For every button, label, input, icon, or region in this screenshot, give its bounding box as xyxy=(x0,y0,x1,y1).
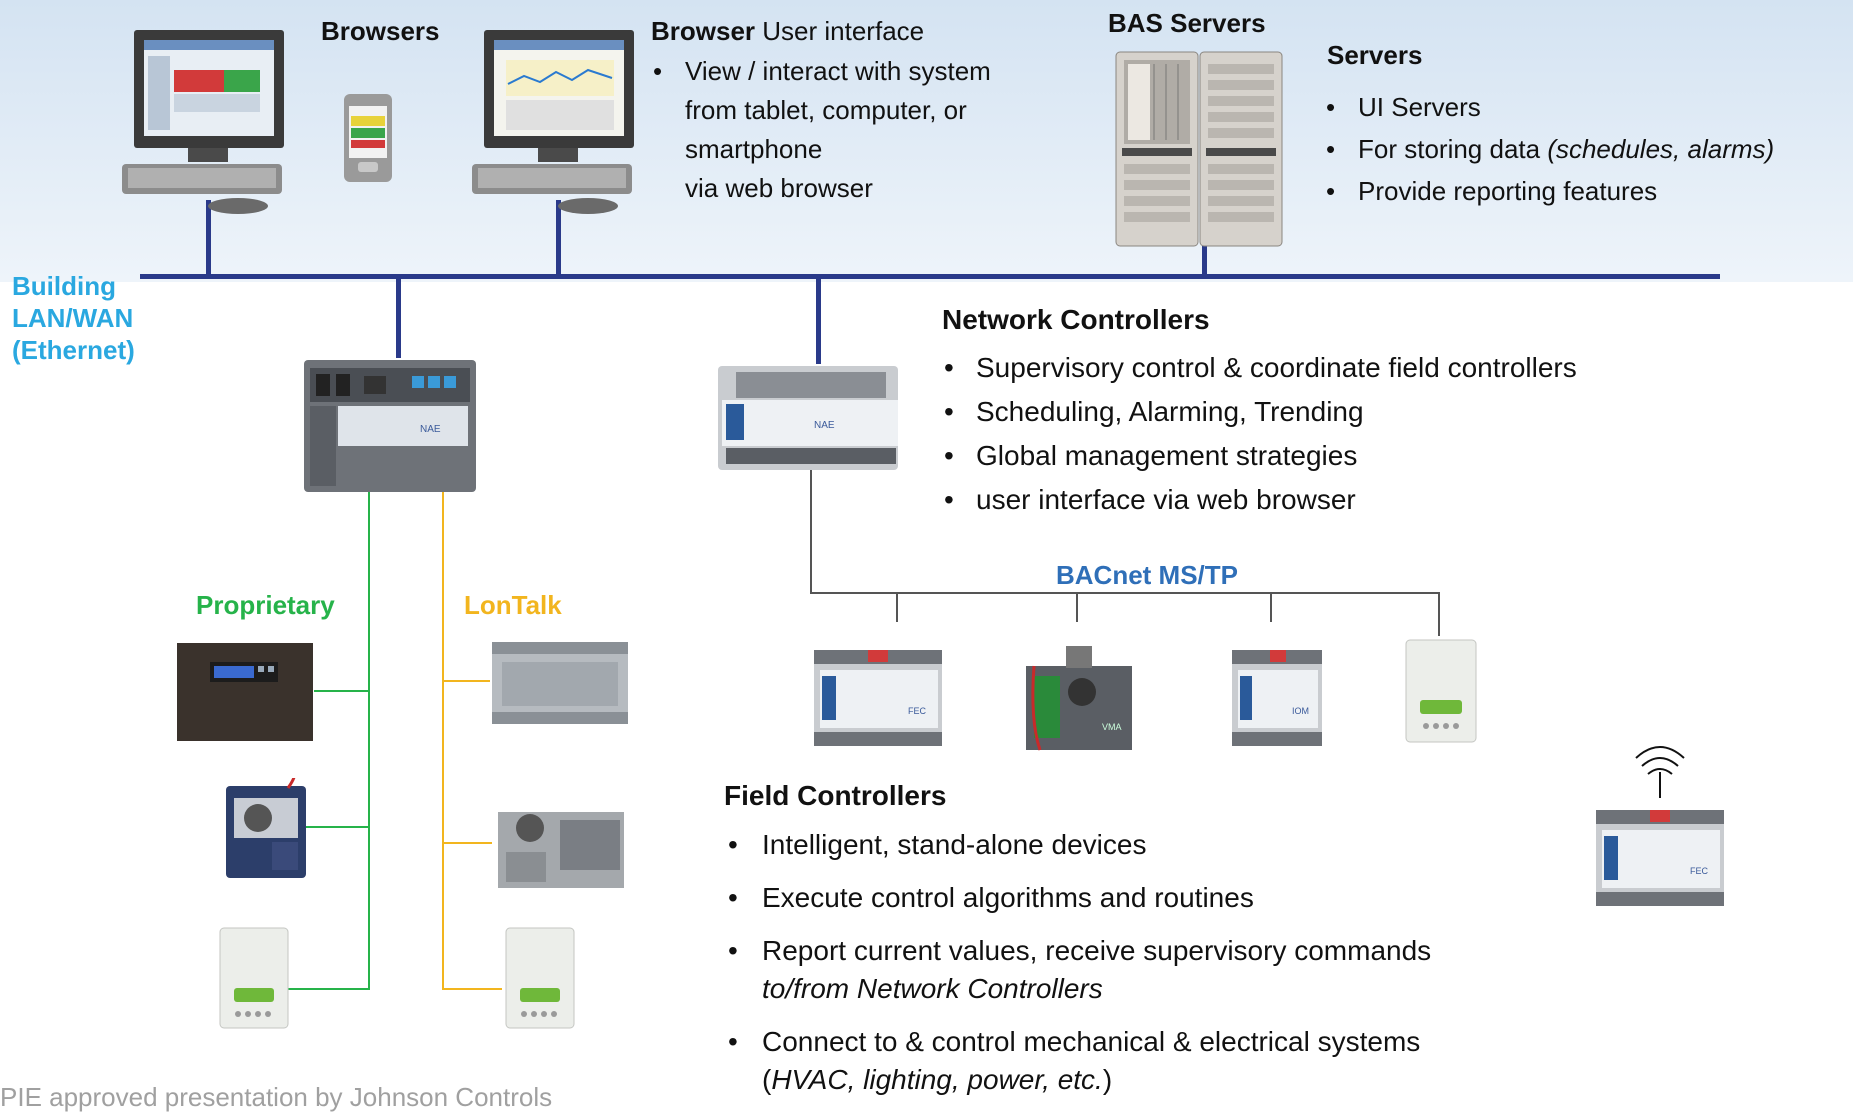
browser-ui-description: • View / interact with system from tablet… xyxy=(651,52,991,208)
network-controllers-item: •Supervisory control & coordinate field … xyxy=(940,346,1577,390)
lan-drop-nae1 xyxy=(396,276,401,358)
browser-ui-title-bold: Browser xyxy=(651,16,756,46)
network-controllers-list: •Supervisory control & coordinate field … xyxy=(940,346,1577,522)
servers-item: •For storing data (schedules, alarms) xyxy=(1322,128,1774,170)
proprietary-actuator-controller xyxy=(226,778,306,878)
field-controller-iom: IOM xyxy=(1230,648,1324,753)
bacnet-bus-line xyxy=(810,592,1440,594)
lontalk-vav-controller xyxy=(498,812,624,888)
building-lan-label: Building LAN/WAN (Ethernet) xyxy=(12,271,135,365)
lontalk-branch-1 xyxy=(442,680,490,682)
bas-servers-title: BAS Servers xyxy=(1108,8,1266,38)
browser-ui-title: Browser User interface xyxy=(651,16,924,47)
nae-2-label: NAE xyxy=(814,420,835,431)
wireless-field-controller-fec: FEC xyxy=(1594,808,1726,913)
proprietary-branch-3 xyxy=(286,988,370,990)
bacnet-branch-2 xyxy=(1076,592,1078,622)
browser-ui-line-4: via web browser xyxy=(685,173,873,203)
servers-list: •UI Servers •For storing data (schedules… xyxy=(1322,86,1774,212)
network-controller-nae-1: NAE xyxy=(302,358,478,499)
bullet-icon: • xyxy=(728,882,738,913)
vma-drawing xyxy=(1026,646,1132,751)
field-controllers-list: •Intelligent, stand-alone devices •Execu… xyxy=(722,826,1431,1099)
bacnet-thermostat xyxy=(1405,639,1477,743)
browser-ui-line-3: smartphone xyxy=(685,134,823,164)
lan-bus-line xyxy=(140,274,1720,279)
lontalk-io-module xyxy=(492,642,628,724)
bacnet-drop-line xyxy=(810,462,812,594)
proprietary-display-panel xyxy=(177,643,313,741)
network-controller-nae-2: NAE xyxy=(716,364,900,477)
lontalk-branch-3 xyxy=(442,988,502,990)
proprietary-branch-1 xyxy=(314,690,370,692)
bullet-icon: • xyxy=(728,935,738,966)
bullet-icon: • xyxy=(944,484,954,515)
lan-drop-pc1 xyxy=(206,200,211,276)
nae-1-drawing xyxy=(304,360,476,492)
network-controllers-item: •user interface via web browser xyxy=(940,478,1577,522)
network-controllers-item: •Scheduling, Alarming, Trending xyxy=(940,390,1577,434)
lontalk-label: LonTalk xyxy=(464,590,562,620)
bacnet-branch-4 xyxy=(1438,592,1440,636)
browser-ui-title-rest: User interface xyxy=(755,16,925,46)
bullet-icon: • xyxy=(653,56,663,86)
wireless-signal-icon xyxy=(1635,746,1685,798)
browsers-title: Browsers xyxy=(321,16,440,46)
bullet-icon: • xyxy=(944,440,954,471)
network-controllers-title: Network Controllers xyxy=(942,304,1210,335)
bullet-icon: • xyxy=(1326,176,1336,206)
lontalk-branch-2 xyxy=(442,842,492,844)
servers-item: •UI Servers xyxy=(1322,86,1774,128)
proprietary-label: Proprietary xyxy=(196,590,335,620)
proprietary-bus-line xyxy=(368,490,370,990)
desktop-computer-1 xyxy=(122,30,284,214)
bullet-icon: • xyxy=(944,396,954,427)
proprietary-branch-2 xyxy=(290,826,370,828)
field-controller-vma: VMA xyxy=(1020,640,1138,761)
smartphone xyxy=(344,94,392,182)
fec-1-drawing xyxy=(814,650,942,746)
proprietary-thermostat xyxy=(219,927,289,1029)
field-controllers-item: •Intelligent, stand-alone devices xyxy=(722,826,1431,864)
field-controller-fec-1: FEC xyxy=(812,648,944,753)
iom-drawing xyxy=(1232,650,1322,746)
field-controllers-title: Field Controllers xyxy=(724,780,947,811)
bacnet-label: BACnet MS/TP xyxy=(1056,560,1238,590)
lan-drop-nae2 xyxy=(816,276,821,364)
desktop-computer-2 xyxy=(472,30,634,214)
bas-server-rack xyxy=(1115,51,1283,247)
field-controllers-item: •Report current values, receive supervis… xyxy=(722,932,1431,1008)
vma-label: VMA xyxy=(1102,722,1122,732)
bullet-icon: • xyxy=(1326,92,1336,122)
bullet-icon: • xyxy=(944,352,954,383)
nae-1-label: NAE xyxy=(420,424,441,435)
network-controllers-item: •Global management strategies xyxy=(940,434,1577,478)
wireless-fec-drawing xyxy=(1596,810,1724,906)
lontalk-thermostat xyxy=(505,927,575,1029)
nae-2-drawing xyxy=(718,366,898,470)
header-band xyxy=(0,0,1853,282)
iom-label: IOM xyxy=(1292,706,1309,716)
wireless-fec-label: FEC xyxy=(1690,866,1708,876)
footer-credit: PIE approved presentation by Johnson Con… xyxy=(0,1082,553,1112)
lan-drop-pc2 xyxy=(556,200,561,276)
servers-title: Servers xyxy=(1327,40,1423,70)
servers-item: •Provide reporting features xyxy=(1322,170,1774,212)
fec-1-label: FEC xyxy=(908,706,926,716)
bullet-icon: • xyxy=(1326,134,1336,164)
bacnet-branch-1 xyxy=(896,592,898,622)
lontalk-bus-line xyxy=(442,490,444,990)
bullet-icon: • xyxy=(728,829,738,860)
lan-drop-server xyxy=(1202,240,1207,276)
browser-ui-line-1: View / interact with system xyxy=(685,56,991,86)
bullet-icon: • xyxy=(728,1026,738,1057)
bacnet-branch-3 xyxy=(1270,592,1272,622)
field-controllers-item: •Connect to & control mechanical & elect… xyxy=(722,1023,1431,1099)
field-controllers-item: •Execute control algorithms and routines xyxy=(722,879,1431,917)
browser-ui-line-2: from tablet, computer, or xyxy=(685,95,967,125)
